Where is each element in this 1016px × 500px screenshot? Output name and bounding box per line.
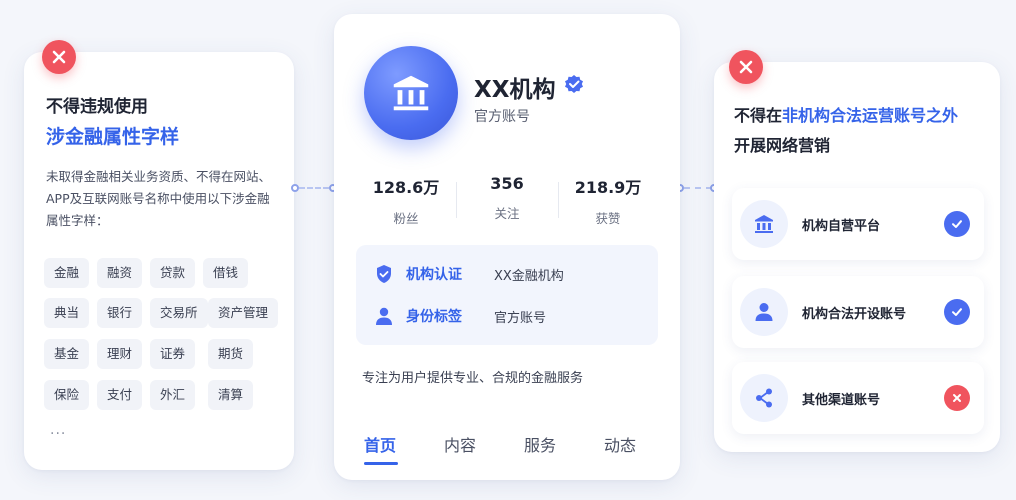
word-tag: 借钱 (203, 258, 249, 288)
word-tag: 外汇 (150, 380, 196, 410)
user-icon (740, 288, 788, 336)
share-nodes-icon (740, 374, 788, 422)
check-icon (944, 299, 970, 325)
info-value: XX金融机构 (494, 268, 564, 284)
more-ellipsis: ··· (50, 426, 67, 442)
active-tab-indicator (364, 462, 398, 465)
tab-services[interactable]: 服务 (524, 436, 557, 455)
close-icon (729, 50, 763, 84)
connector-dot (291, 184, 299, 192)
tab-home[interactable]: 首页 (364, 436, 397, 455)
left-card-title: 不得违规使用 (46, 97, 148, 117)
tab-updates[interactable]: 动态 (604, 436, 637, 455)
connector-line (684, 187, 712, 189)
close-icon (944, 385, 970, 411)
word-tag: 基金 (44, 339, 90, 369)
left-card-description: 未取得金融相关业务资质、不得在网站、APP及互联网账号名称中使用以下涉金融属性字… (46, 169, 272, 228)
stat-value: 218.9万 (574, 178, 642, 197)
divider (558, 182, 559, 218)
title-prefix: 不得在 (734, 106, 783, 125)
info-key: 身份标签 (406, 309, 462, 325)
channel-item-legal-account: 机构合法开设账号 (732, 276, 984, 348)
verified-badge-icon (565, 75, 583, 93)
word-tag: 资产管理 (208, 298, 279, 328)
stat-value: 356 (490, 174, 524, 193)
info-key: 机构认证 (406, 267, 462, 283)
prohibited-words-card: 不得违规使用 涉金融属性字样 未取得金融相关业务资质、不得在网站、APP及互联网… (24, 52, 294, 470)
word-tag: 融资 (97, 258, 143, 288)
stat-likes[interactable]: 218.9万 获赞 (558, 174, 658, 227)
right-card-title: 不得在非机构合法运营账号之外 (734, 102, 958, 126)
shield-check-icon (377, 265, 391, 283)
connector-line (299, 187, 329, 189)
check-icon (944, 211, 970, 237)
left-card-subtitle: 涉金融属性字样 (46, 126, 180, 148)
word-tag: 保险 (44, 380, 90, 410)
word-tag: 支付 (97, 380, 143, 410)
word-tag: 期货 (208, 339, 254, 369)
stat-label: 粉丝 (393, 211, 419, 226)
info-row-certification: 机构认证 XX金融机构 (374, 262, 564, 286)
stat-value: 128.6万 (372, 178, 440, 197)
title-highlight: 非机构合法运营账号之外 (782, 106, 959, 125)
marketing-channel-card: 不得在非机构合法运营账号之外 开展网络营销 机构自营平台 机构合法开设账号 (714, 62, 1000, 452)
institution-profile-card: XX机构 官方账号 128.6万 粉丝 356 关注 218.9万 获赞 机构认… (334, 14, 680, 480)
divider (456, 182, 457, 218)
word-tag: 清算 (208, 380, 254, 410)
word-tag: 证券 (150, 339, 196, 369)
info-row-identity: 身份标签 官方账号 (374, 304, 546, 328)
profile-subtitle: 官方账号 (474, 109, 530, 125)
tab-content[interactable]: 内容 (444, 436, 477, 455)
right-card-title-line2: 开展网络营销 (734, 136, 831, 155)
word-tag: 金融 (44, 258, 90, 288)
channel-label: 机构自营平台 (802, 219, 881, 234)
word-tag: 理财 (97, 339, 143, 369)
word-tag: 典当 (44, 298, 90, 328)
stat-followers[interactable]: 128.6万 粉丝 (356, 174, 456, 227)
word-tag: 贷款 (150, 258, 196, 288)
word-tag: 交易所 (150, 298, 208, 328)
info-value: 官方账号 (494, 310, 547, 326)
stat-following[interactable]: 356 关注 (457, 174, 557, 222)
channel-item-other: 其他渠道账号 (732, 362, 984, 434)
verification-info-box: 机构认证 XX金融机构 身份标签 官方账号 (356, 245, 658, 345)
channel-label: 机构合法开设账号 (802, 307, 907, 322)
profile-name: XX机构 (474, 77, 556, 103)
close-icon (42, 40, 76, 74)
channel-label: 其他渠道账号 (802, 393, 881, 408)
word-tag: 银行 (97, 298, 143, 328)
user-icon (376, 307, 392, 325)
bank-building-icon (364, 46, 458, 140)
profile-intro: 专注为用户提供专业、合规的金融服务 (362, 371, 584, 386)
stat-label: 关注 (494, 206, 520, 221)
building-icon (740, 200, 788, 248)
channel-item-self-operated: 机构自营平台 (732, 188, 984, 260)
stat-label: 获赞 (595, 211, 621, 226)
